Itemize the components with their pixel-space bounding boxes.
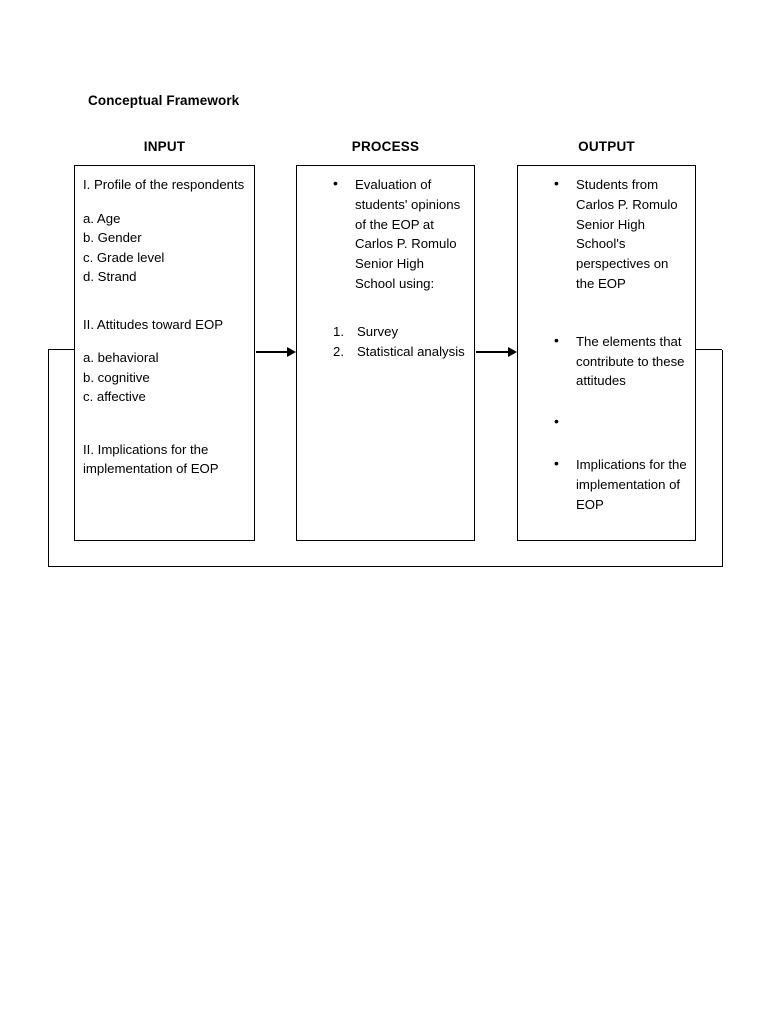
spacer [83, 287, 246, 315]
arrow-process-to-output-icon [476, 347, 518, 357]
list-item: Statistical analysis [333, 342, 465, 362]
spacer [305, 294, 466, 322]
process-box-body: Evaluation of students' opinions of the … [297, 166, 474, 361]
input-item-age: a. Age [83, 210, 121, 226]
output-bullet-list: Students from Carlos P. Romulo Senior Hi… [526, 174, 687, 514]
process-numbered-list: Survey Statistical analysis [305, 322, 466, 362]
list-item: Evaluation of students' opinions of the … [333, 174, 466, 294]
spacer [83, 195, 246, 209]
spacer [83, 334, 246, 348]
input-item-strand: d. Strand [83, 269, 137, 284]
column-header-process: PROCESS [351, 139, 420, 154]
input-section-one-title: I. Profile of the respondents [83, 177, 245, 192]
input-item-grade-level: c. Grade level [83, 249, 165, 265]
feedback-loop-top-right-segment [696, 349, 722, 351]
feedback-loop-right-segment [721, 350, 723, 567]
arrow-shaft [476, 351, 509, 353]
input-item-gender: b. Gender [83, 230, 142, 245]
arrow-head [287, 347, 296, 357]
feedback-loop-left-segment [48, 350, 50, 567]
list-item: Students from Carlos P. Romulo Senior Hi… [554, 174, 687, 294]
input-section-three-title: II. Implications for the implementation … [83, 441, 219, 477]
output-box-body: Students from Carlos P. Romulo Senior Hi… [518, 166, 695, 514]
column-header-output: OUTPUT [578, 139, 635, 154]
process-box: Evaluation of students' opinions of the … [296, 165, 475, 541]
page-title: Conceptual Framework [88, 93, 240, 108]
column-header-input: INPUT [143, 139, 186, 154]
process-bullet-list: Evaluation of students' opinions of the … [305, 174, 466, 294]
feedback-loop-bottom-segment [48, 565, 723, 567]
arrow-head [508, 347, 517, 357]
list-item: The elements that contribute to these at… [554, 331, 687, 391]
input-section-two-title: II. Attitudes toward EOP [83, 316, 224, 332]
input-box-body: I. Profile of the respondents a. Age b. … [75, 166, 254, 479]
input-box: I. Profile of the respondents a. Age b. … [74, 165, 255, 541]
input-item-cognitive: b. cognitive [83, 369, 150, 385]
output-box: Students from Carlos P. Romulo Senior Hi… [517, 165, 696, 541]
feedback-loop-top-left-segment [48, 349, 74, 351]
input-item-behavioral: a. behavioral [83, 350, 159, 365]
input-item-affective: c. affective [83, 389, 146, 404]
spacer [83, 407, 246, 440]
list-item: Implications for the implementation of E… [554, 454, 687, 514]
arrow-input-to-process-icon [256, 347, 297, 357]
arrow-shaft [256, 351, 288, 353]
list-item: Survey [333, 322, 399, 342]
list-item-empty [554, 412, 687, 433]
